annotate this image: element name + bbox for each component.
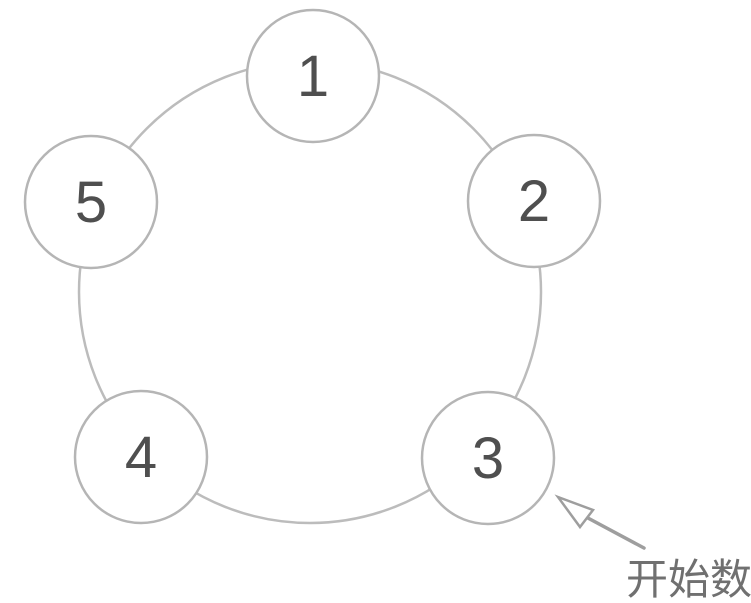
arrow-head-icon (554, 494, 596, 530)
start-arrow (554, 494, 646, 550)
node-4: 4 (73, 389, 209, 525)
node-3: 3 (420, 390, 556, 526)
node-1-circle (245, 8, 381, 144)
node-5: 5 (23, 134, 159, 270)
node-5-circle (23, 134, 159, 270)
arrow-shaft (584, 515, 646, 550)
node-3-circle (420, 390, 556, 526)
node-4-label: 4 (125, 425, 157, 490)
annotation-label: 开始数 (626, 556, 751, 603)
node-4-circle (73, 389, 209, 525)
node-1: 1 (245, 8, 381, 144)
node-1-label: 1 (297, 44, 329, 109)
node-2-circle (466, 133, 602, 269)
node-3-label: 3 (472, 426, 504, 491)
node-5-label: 5 (75, 170, 107, 235)
node-2-label: 2 (518, 169, 550, 234)
node-2: 2 (466, 133, 602, 269)
